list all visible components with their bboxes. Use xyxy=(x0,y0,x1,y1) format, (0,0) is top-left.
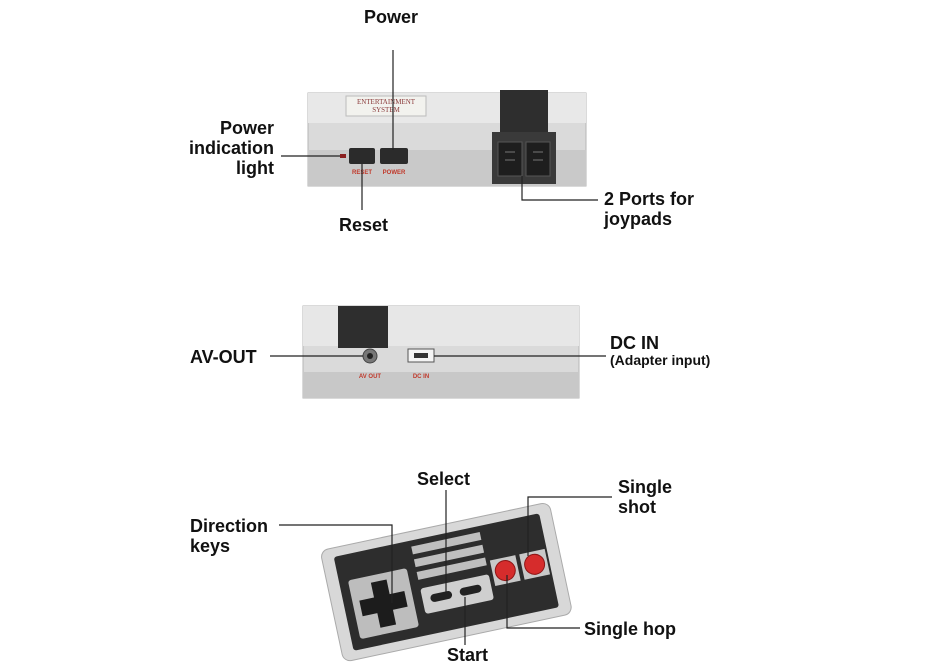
reset-button[interactable] xyxy=(349,148,375,164)
label-av-out: AV-OUT xyxy=(190,347,257,367)
label-direction-keys-2: keys xyxy=(190,536,231,556)
console-back: AV OUT DC IN xyxy=(302,305,580,399)
av-out-print: AV OUT xyxy=(359,374,382,380)
label-single-shot-1: Single xyxy=(618,477,673,497)
label-power-indication-light-3: light xyxy=(236,158,274,178)
port-cover xyxy=(500,90,548,132)
direction-pad[interactable] xyxy=(356,576,411,631)
label-power: Power xyxy=(364,7,419,27)
badge-line-1: ENTERTAINMENT xyxy=(357,98,416,106)
power-button[interactable] xyxy=(380,148,408,164)
label-power-indication-light: Power indication light xyxy=(178,118,274,178)
label-dc-in-sub: (Adapter input) xyxy=(610,352,711,368)
system-badge xyxy=(345,95,427,117)
label-start: Start xyxy=(447,645,489,665)
label-ports: 2 Ports for joypads xyxy=(604,189,694,229)
label-direction-keys-1: Direction xyxy=(190,516,269,536)
console-front: ENTERTAINMENT SYSTEM RESET POWER xyxy=(307,90,587,187)
badge-line-2: SYSTEM xyxy=(372,106,400,114)
a-button[interactable] xyxy=(523,552,547,576)
label-reset: Reset xyxy=(339,215,389,235)
leader-lines-front xyxy=(281,50,598,210)
label-ports-2: joypads xyxy=(604,209,673,229)
power-print: POWER xyxy=(383,170,406,176)
label-single-shot-2: shot xyxy=(618,497,656,517)
joypad-port-1[interactable] xyxy=(497,141,523,177)
back-port-cover xyxy=(338,306,388,348)
label-dc-in: DC IN xyxy=(610,333,659,353)
leader-lines-controller xyxy=(279,490,612,645)
label-ports-1: 2 Ports for xyxy=(604,189,695,209)
label-power-indication-light-1: Power xyxy=(219,118,274,138)
label-select: Select xyxy=(417,469,471,489)
label-single-shot: Single shot xyxy=(618,477,672,517)
joypad-port-2[interactable] xyxy=(525,141,551,177)
select-button[interactable] xyxy=(430,590,453,602)
label-power-indication-light-2: indication xyxy=(189,138,274,158)
label-single-hop: Single hop xyxy=(584,619,676,639)
start-button[interactable] xyxy=(459,584,482,596)
label-direction-keys: Direction keys xyxy=(190,516,268,556)
dc-in-print: DC IN xyxy=(413,374,429,380)
power-indicator-light xyxy=(340,154,346,158)
